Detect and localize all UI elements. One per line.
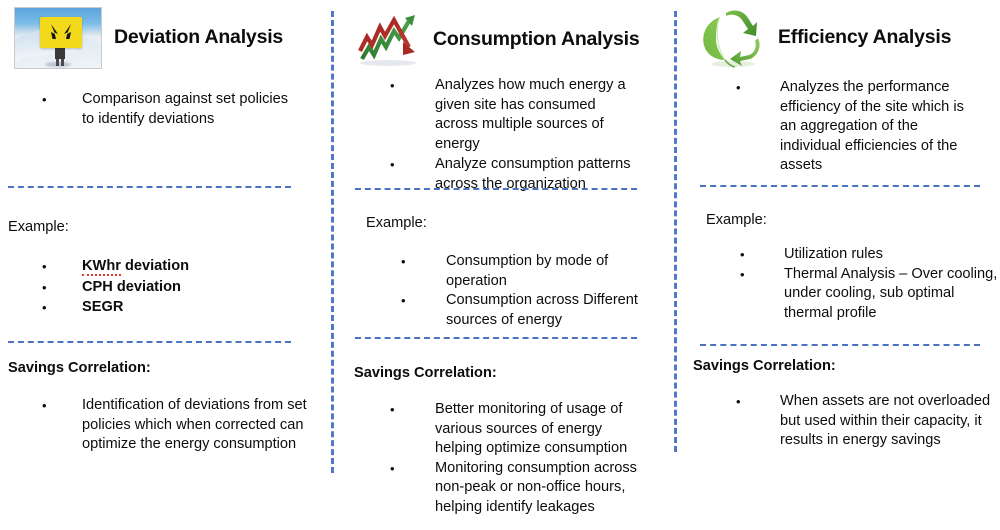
list-item: • SEGR [42,298,292,318]
list-item-text: KWhr deviation [82,258,190,276]
horizontal-separator-2-deviation [8,341,291,343]
example-label-consumption: Example: [366,215,427,231]
zigzag-trend-arrows-icon [353,11,423,69]
bullet-glyph: • [390,78,395,93]
page-title-efficiency: Efficiency Analysis [778,25,952,48]
bullet-glyph: • [42,279,47,295]
bullet-glyph: • [740,247,745,262]
list-item: • CPH deviation [42,278,292,298]
example-bullet-list-deviation: • KWhr deviation • CPH deviation • SEGR [42,257,292,319]
list-item-text: When assets are not overloaded but used … [780,393,991,449]
list-item: • When assets are not overloaded but use… [736,392,994,451]
column-consumption-analysis: Consumption Analysis • Analyzes how much… [341,0,671,530]
vertical-divider-1 [331,11,334,473]
person-holding-yellow-deviation-sign-icon [14,7,102,69]
list-item: • Better monitoring of usage of various … [390,400,648,459]
bullet-glyph: • [401,293,406,309]
savings-bullet-list-efficiency: • When assets are not overloaded but use… [736,392,994,451]
list-item: • KWhr deviation [42,257,292,277]
page-title-deviation: Deviation Analysis [114,25,284,48]
example-bullet-list-efficiency: • Utilization rules • Thermal Analysis –… [740,245,1000,323]
list-item: • Analyzes the performance efficiency of… [736,78,966,176]
list-item: • Thermal Analysis – Over cooling, under… [740,265,1000,324]
example-bullet-list-consumption: • Consumption by mode of operation • Con… [401,252,646,330]
bullet-glyph: • [390,157,395,173]
column-deviation-analysis: Deviation Analysis • Comparison against … [0,0,322,530]
horizontal-separator-1-efficiency [700,185,980,187]
savings-correlation-label-deviation: Savings Correlation: [8,360,151,376]
bullet-glyph: • [736,394,741,409]
bullet-glyph: • [736,80,741,95]
savings-bullet-list-deviation: • Identification of deviations from set … [42,396,310,455]
header-consumption: Consumption Analysis [353,0,671,72]
list-item: • Consumption by mode of operation [401,252,646,291]
list-item: • Identification of deviations from set … [42,396,310,455]
list-item-text: CPH deviation [82,278,181,295]
list-item: • Consumption across Different sources o… [401,291,646,330]
intro-bullet-list-efficiency: • Analyzes the performance efficiency of… [736,78,966,176]
savings-bullet-list-consumption: • Better monitoring of usage of various … [390,400,648,518]
column-efficiency-analysis: Efficiency Analysis • Analyzes the perfo… [684,0,1000,530]
example-label-deviation: Example: [8,219,69,235]
list-item-text: Utilization rules [784,246,883,262]
green-recycle-leaf-icon [696,7,770,69]
header-efficiency: Efficiency Analysis [696,0,1000,70]
vertical-divider-2 [674,11,677,452]
list-item: • Utilization rules [740,245,1000,265]
list-item-text: Analyzes the performance efficiency of t… [780,79,964,174]
page-title-consumption: Consumption Analysis [433,27,640,50]
example-label-efficiency: Example: [706,212,767,228]
list-item-text: Consumption across Different sources of … [446,292,638,328]
list-item-text: Identification of deviations from set po… [82,397,307,453]
bullet-glyph: • [42,259,47,274]
horizontal-separator-1-deviation [8,186,291,188]
bullet-glyph: • [390,460,395,476]
misspelled-word: KWhr [82,258,121,276]
list-item-text: Consumption by mode of operation [446,253,609,289]
bullet-glyph: • [740,266,745,282]
list-item-text: Monitoring consumption across non-peak o… [435,459,637,515]
horizontal-separator-2-efficiency [700,344,980,346]
savings-correlation-label-efficiency: Savings Correlation: [693,358,836,374]
list-item-text: Thermal Analysis – Over cooling, under c… [784,265,998,321]
list-item-text: Better monitoring of usage of various so… [435,401,628,457]
header-deviation: Deviation Analysis [8,0,322,70]
intro-bullet-list-deviation: • Comparison against set policies to ide… [42,90,292,129]
bullet-glyph: • [390,402,395,417]
list-item: • Analyze consumption patterns across th… [390,155,642,194]
list-item: • Monitoring consumption across non-peak… [390,459,648,518]
savings-correlation-label-consumption: Savings Correlation: [354,365,497,381]
horizontal-separator-1-consumption [355,188,637,190]
list-item-text: Analyze consumption patterns across the … [435,156,631,192]
bullet-glyph: • [401,254,406,269]
list-item-text: Analyzes how much energy a given site ha… [435,77,626,152]
list-item-text: Comparison against set policies to ident… [82,91,289,127]
list-item-text: SEGR [82,299,124,316]
bullet-glyph: • [42,398,47,413]
horizontal-separator-2-consumption [355,337,637,339]
bullet-glyph: • [42,300,47,316]
intro-bullet-list-consumption: • Analyzes how much energy a given site … [390,76,642,195]
list-item: • Analyzes how much energy a given site … [390,76,642,154]
bullet-glyph: • [42,92,47,107]
list-item: • Comparison against set policies to ide… [42,90,292,129]
